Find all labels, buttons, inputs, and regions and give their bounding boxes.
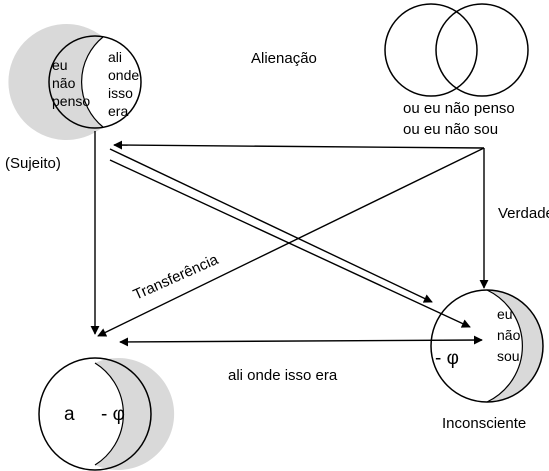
subject-circle-divider	[81, 36, 104, 128]
venn-diagram	[384, 3, 529, 97]
unconscious-circle: - φ eu não sou	[430, 289, 544, 403]
object-circle-shaded-lune	[95, 358, 175, 470]
label-inconsciente: Inconsciente	[442, 415, 526, 432]
subject-circle-outline	[48, 35, 142, 129]
object-circle-outline	[38, 357, 152, 471]
arrow-verdade-to-subject	[113, 140, 485, 150]
label-alienacao: Alienação	[251, 50, 317, 67]
venn-left-circle	[384, 3, 478, 97]
arrow-object-to-unconscious	[119, 335, 483, 347]
object-right-label: - φ	[101, 404, 125, 425]
unconscious-left-label: - φ	[435, 348, 459, 369]
object-left-label: a	[64, 404, 75, 425]
label-sujeito: (Sujeito)	[5, 155, 61, 172]
subject-circle-shaded-lune	[8, 23, 103, 140]
arrow-verdade-to-object	[97, 147, 485, 337]
arrow-subject-to-unconscious-upper	[109, 148, 433, 303]
subject-left-line-2: não	[52, 75, 76, 91]
subject-left-line-1: eu	[52, 57, 68, 73]
subject-left-line-3: penso	[52, 93, 90, 109]
unconscious-circle-divider	[486, 289, 523, 403]
subject-right-line-1: ali	[108, 49, 122, 65]
arrow-subject-to-unconscious-lower	[109, 159, 471, 328]
label-verdade: Verdade	[498, 205, 549, 222]
subject-right-line-3: isso	[108, 85, 133, 101]
venn-caption-line-2: ou eu não sou	[403, 121, 498, 138]
venn-caption-line-1: ou eu não penso	[403, 100, 515, 117]
unconscious-right-line-3: sou	[497, 348, 520, 364]
object-circle: a - φ	[38, 357, 175, 471]
arrows	[90, 131, 489, 347]
object-circle-divider	[94, 362, 124, 466]
unconscious-right-line-1: eu	[497, 306, 513, 322]
subject-right-line-4: era	[108, 103, 128, 119]
venn-right-circle	[435, 3, 529, 97]
label-transferencia: Transferência	[131, 251, 222, 304]
unconscious-circle-shaded-lune	[487, 290, 543, 402]
subject-circle: eu não penso ali onde isso era	[8, 23, 142, 140]
label-ali-onde-isso-era: ali onde isso era	[228, 367, 338, 384]
unconscious-right-line-2: não	[497, 327, 521, 343]
subject-right-line-2: onde	[108, 67, 139, 83]
